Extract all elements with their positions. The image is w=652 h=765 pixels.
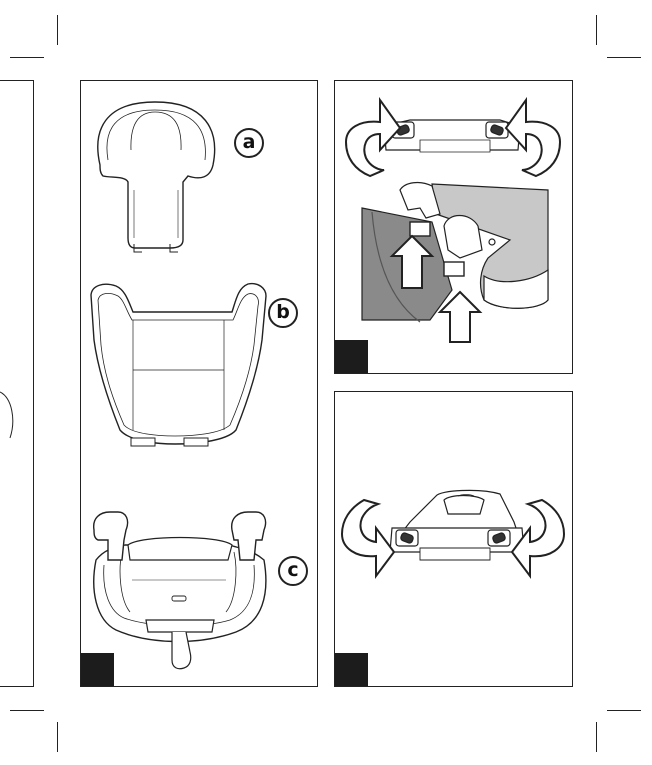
seat-base-icon <box>390 490 524 560</box>
rotate-left-arrow-icon <box>342 500 394 576</box>
